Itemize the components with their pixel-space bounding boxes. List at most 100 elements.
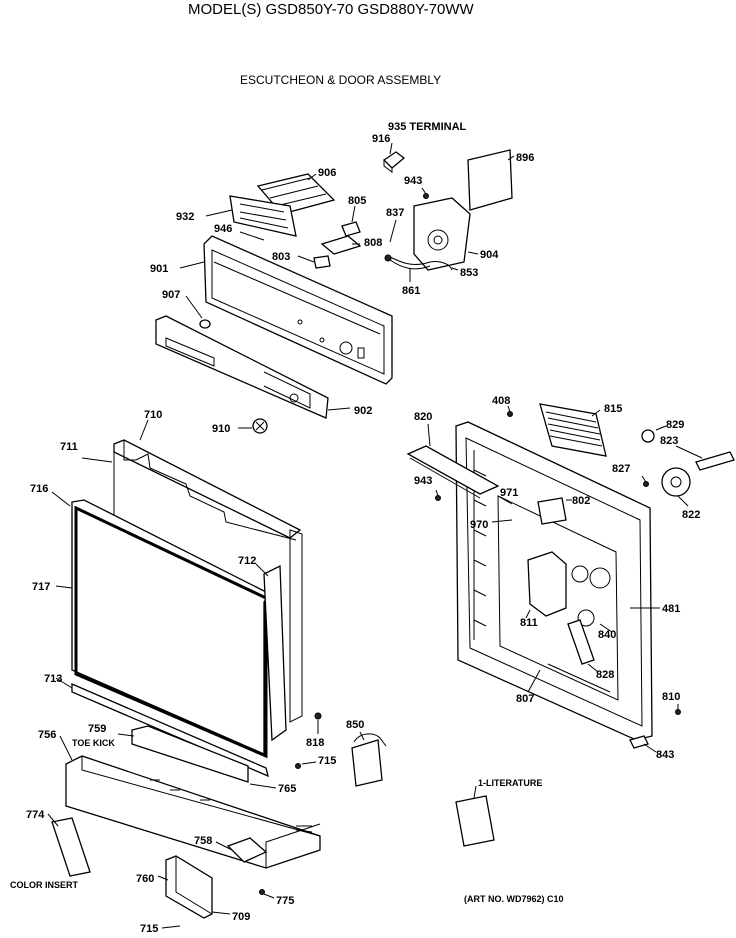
screw-818-part [314,712,322,734]
callout-910: 910 [212,423,230,435]
callout-807: 807 [516,693,534,705]
section-title: ESCUTCHEON & DOOR ASSEMBLY [240,73,441,87]
callout-818: 818 [306,737,324,749]
leader-837 [389,219,397,243]
terminal-916-part [382,142,406,173]
callout-808: 808 [364,237,382,249]
callout-756: 756 [38,729,56,741]
screw-775-part [259,889,275,899]
callout-774: 774 [26,809,45,821]
callout-775: 775 [276,895,294,907]
callout-837: 837 [386,207,404,219]
callout-916: 916 [372,133,390,145]
callout-711: 711 [60,441,78,453]
part-828-part [567,619,599,673]
knob-910-part [238,418,268,434]
callout-820: 820 [414,411,432,423]
callout-971: 971 [500,487,518,499]
latch-802-part [537,497,572,525]
callout-829: 829 [666,419,684,431]
callout-901: 901 [150,263,168,275]
shaft-823-part [675,445,735,471]
switch-932-part [205,195,297,237]
nameplate-902-part [155,315,351,419]
bracket-803-part [297,255,331,269]
callout-907: 907 [162,289,180,301]
callout-906: 906 [318,167,336,179]
callout-408: 408 [492,395,510,407]
callout-717: 717 [32,581,50,593]
dispenser-811-part [525,551,567,619]
label-literature: 1-LITERATURE [478,778,542,788]
leader-971 [497,495,513,505]
leader-715b [161,925,181,929]
screw-715a-part [295,761,317,769]
callout-758: 758 [194,835,212,847]
callout-759: 759 [88,723,106,735]
art-number: (ART NO. WD7962) C10 [464,894,564,904]
literature-part [455,785,495,847]
color-insert-774-part [47,813,91,877]
leader-765 [249,783,277,789]
label-color-insert: COLOR INSERT [10,880,79,890]
screw-810-part [675,704,681,715]
callout-713: 713 [44,673,62,685]
callout-709: 709 [232,911,250,923]
trim-713-part [55,677,269,778]
bracket-805-part [341,205,361,237]
handle-820-part [406,423,500,499]
callout-822: 822 [682,509,700,521]
side-trim-712-part [255,529,303,742]
label-toe-kick: TOE KICK [72,738,115,748]
callout-970: 970 [470,519,488,531]
knob-907-part [185,295,211,329]
callout-932: 932 [176,211,194,223]
callout-802: 802 [572,495,590,507]
bracket-709-part [157,855,231,919]
callout-710: 710 [144,409,162,421]
knob-829-part [641,425,667,443]
callout-803: 803 [272,251,290,263]
callout-827: 827 [612,463,630,475]
door-panel-711-part [81,419,302,541]
callout-904: 904 [480,249,499,261]
gear-822-part [661,467,691,507]
bracket-759-part [117,725,249,783]
wiring-diagram-896-part [467,149,515,211]
callout-946: 946 [214,223,232,235]
callout-850: 850 [346,719,364,731]
callout-843: 843 [656,749,674,761]
callout-935: 935 TERMINAL [388,121,467,133]
callout-896: 896 [516,152,534,164]
callout-811: 811 [520,617,538,629]
escutcheon-901-part [179,235,393,385]
callout-765: 765 [278,783,296,795]
timer-904-part [413,197,479,271]
callout-828: 828 [596,669,614,681]
callout-715b: 715 [140,923,158,935]
strip-843-part [629,735,657,753]
vent-815-part [539,403,607,457]
callout-481: 481 [662,603,680,615]
screw-827-part [641,475,649,487]
callout-853: 853 [460,267,478,279]
leader-946 [239,231,265,241]
screw-943b-part [435,489,441,501]
bracket-850-part [351,731,387,787]
callout-823: 823 [660,435,678,447]
callout-810: 810 [662,691,680,703]
harness-861-part [384,254,459,282]
callout-716: 716 [30,483,48,495]
board-808-part [320,235,362,255]
screw-943-part [421,187,429,199]
callout-943b: 943 [414,475,432,487]
callout-943a: 943 [404,175,422,187]
leader-840 [599,623,613,633]
toe-kick-756-part [59,735,321,869]
callout-840: 840 [598,629,616,641]
bracket-758-part [215,837,268,863]
callout-805: 805 [348,195,366,207]
callout-861: 861 [402,285,420,297]
callout-902: 902 [354,405,372,417]
